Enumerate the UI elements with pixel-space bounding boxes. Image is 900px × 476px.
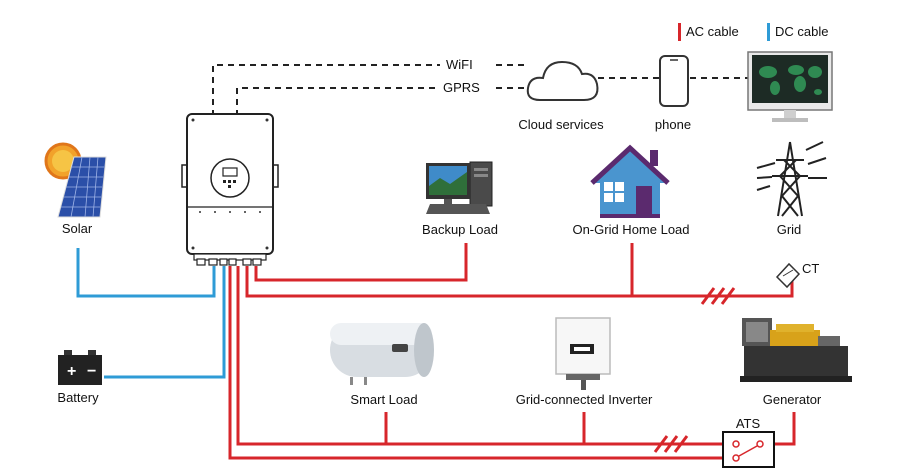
on-grid-home-load-label: On-Grid Home Load [572,222,690,237]
ct-label: CT [802,261,820,276]
power-tower-icon [756,141,827,217]
phone-label: phone [654,117,692,132]
wifi-label: WiFI [446,57,473,72]
ac-cables [228,243,796,460]
grid-connected-inverter-label: Grid-connected Inverter [515,392,653,407]
gprs-label: GPRS [443,80,480,95]
house-icon [590,144,670,218]
phone-icon [659,55,689,107]
dc-cable-legend-label: DC cable [775,24,829,39]
ac-cable-legend-label: AC cable [686,24,739,39]
ct-clamp-icon [775,262,801,289]
comm-lines [212,64,748,116]
cloud-icon [526,60,599,101]
generator-label: Generator [762,392,822,407]
battery-icon [58,350,102,385]
dc-cable-legend-swatch [767,23,770,41]
grid-inverter-icon [555,317,611,390]
ats-switch-icon [722,431,775,468]
desktop-computer-icon [426,161,493,214]
ac-cable-legend-swatch [678,23,681,41]
ats-label: ATS [735,416,761,431]
solar-panel-icon [44,142,107,218]
backup-load-label: Backup Load [422,222,498,237]
monitor-icon [747,51,833,122]
hybrid-inverter [181,113,279,266]
solar-label: Solar [61,221,93,236]
cloud-services-label: Cloud services [518,117,604,132]
battery-plus-label: + [67,363,76,380]
generator-icon [740,318,852,382]
dc-cables [76,248,226,379]
grid-label: Grid [776,222,802,237]
ac-break-marks [653,287,736,453]
water-heater-icon [330,323,434,385]
battery-minus-label: − [87,363,96,380]
battery-label: Battery [57,390,99,405]
smart-load-label: Smart Load [350,392,418,407]
